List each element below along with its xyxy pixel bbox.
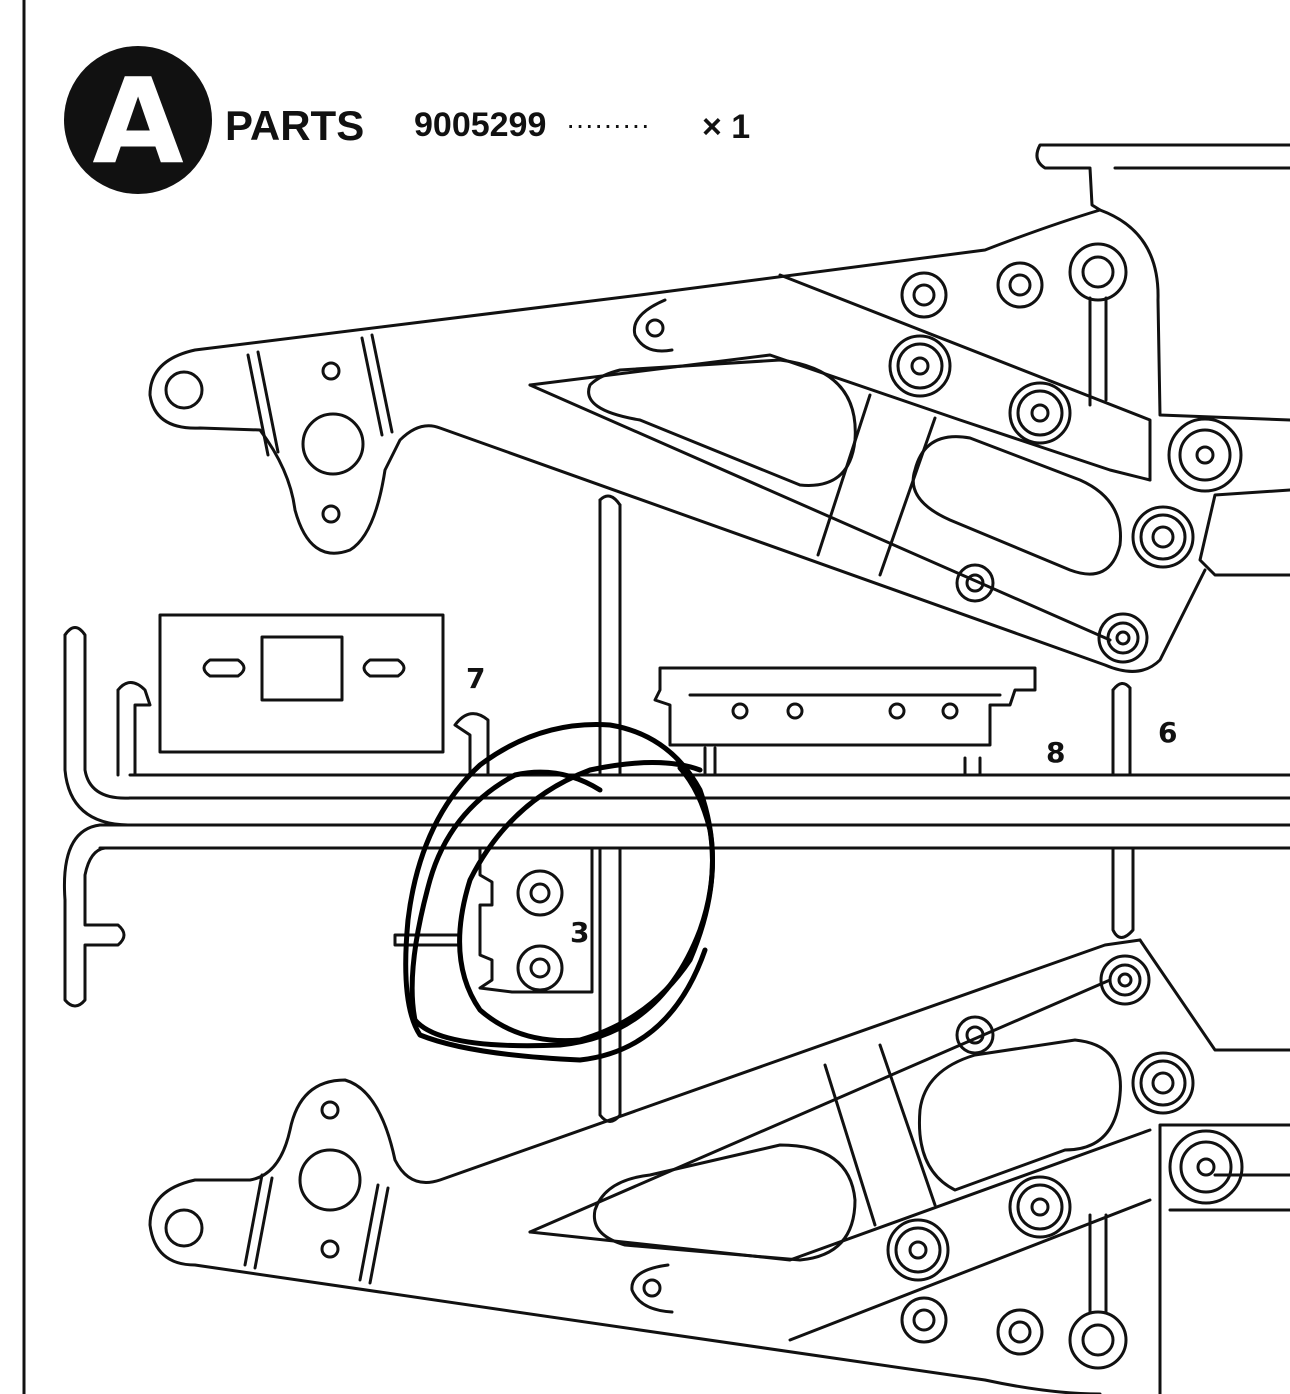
leader-dots: ·········	[566, 109, 650, 140]
label-part-8: 8	[1046, 736, 1065, 769]
runner-frame	[62, 494, 1290, 1123]
label-part-6: 6	[1158, 716, 1177, 749]
parts-title: PARTS	[225, 102, 364, 149]
part-3	[478, 846, 594, 994]
part-quantity: × 1	[702, 108, 750, 146]
part-8	[653, 666, 1037, 747]
parts-badge-letter: A	[92, 52, 183, 190]
hand-drawn-circle-annotation	[403, 722, 715, 1063]
lower-frame-arm	[148, 938, 1290, 1394]
label-part-3: 3	[570, 916, 589, 949]
label-part-7: 7	[466, 662, 485, 695]
upper-frame-arm	[148, 143, 1290, 673]
part-7	[158, 613, 445, 754]
parts-badge	[64, 46, 212, 194]
parts-header: A PARTS 9005299 ········· × 1	[64, 46, 750, 194]
part-labels: 7 8 6 3	[466, 662, 1177, 949]
part-number: 9005299	[414, 106, 546, 144]
